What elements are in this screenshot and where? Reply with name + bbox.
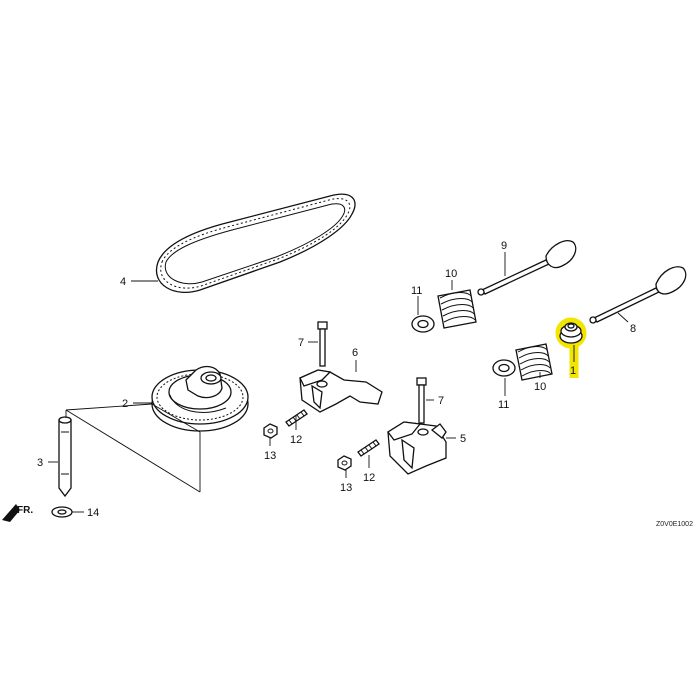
callout-6: 6 (352, 347, 358, 359)
valve-stem-seal-part-1[interactable] (555, 317, 587, 349)
direction-mark-text: FR. (17, 505, 33, 516)
pivot-bolt-part-7-upper[interactable] (317, 321, 328, 367)
callout-8: 8 (630, 323, 636, 335)
valve-part-8[interactable] (589, 266, 687, 324)
drawing-code: Z0V0E1002 (656, 521, 693, 528)
callout-labels: 1 2 3 4 5 6 7 7 8 9 10 10 11 11 12 12 13… (37, 240, 636, 519)
pivot-bolt-part-7-lower[interactable] (416, 377, 427, 424)
callout-7-upper: 7 (298, 337, 304, 349)
callout-1: 1 (570, 365, 576, 377)
callout-2: 2 (122, 398, 128, 410)
front-direction-mark: FR. (2, 504, 33, 522)
spring-retainer-part-11-lower[interactable] (492, 359, 516, 377)
callout-11-upper: 11 (411, 285, 422, 297)
adjusting-screw-part-12-right[interactable] (357, 439, 380, 457)
callout-11-lower: 11 (498, 399, 509, 411)
washer-part-14[interactable] (51, 506, 73, 518)
callout-7-lower: 7 (438, 395, 444, 407)
callout-9: 9 (501, 240, 507, 252)
callout-13-left: 13 (264, 450, 276, 462)
callout-13-right: 13 (340, 482, 352, 494)
spring-retainer-part-11-upper[interactable] (411, 315, 435, 333)
callout-3: 3 (37, 457, 43, 469)
adjusting-screw-part-12-left[interactable] (285, 409, 308, 427)
rocker-arm-part-5[interactable] (387, 421, 447, 475)
rocker-arm-part-6[interactable] (299, 369, 383, 413)
callout-10-upper: 10 (445, 268, 457, 280)
callout-12-right: 12 (363, 472, 375, 484)
valve-spring-part-10-upper[interactable] (437, 289, 477, 329)
lock-nut-part-13-left[interactable] (263, 423, 278, 439)
assembly-guide-lines (65, 403, 201, 493)
callout-14: 14 (87, 507, 99, 519)
valve-spring-part-10-lower[interactable] (515, 343, 553, 381)
lock-nut-part-13-right[interactable] (337, 455, 352, 471)
valve-part-9[interactable] (477, 240, 577, 296)
callout-12-left: 12 (290, 434, 302, 446)
camshaft-pulley-part-2[interactable] (151, 365, 249, 432)
timing-belt-part-4[interactable] (155, 193, 356, 293)
direction-arrow-icon (2, 504, 20, 522)
callout-10-lower: 10 (534, 381, 546, 393)
callout-4: 4 (120, 276, 126, 288)
camshaft-part-3[interactable] (58, 410, 72, 498)
leader-lines (48, 252, 629, 513)
callout-5: 5 (460, 433, 466, 445)
